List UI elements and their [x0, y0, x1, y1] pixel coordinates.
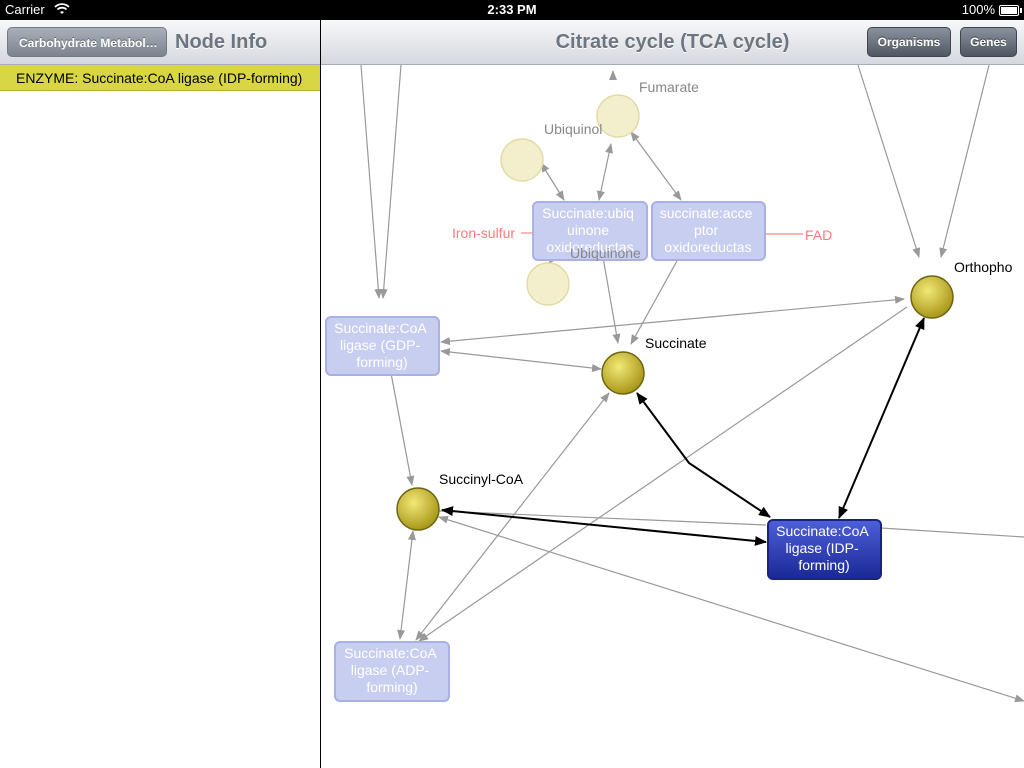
genes-button[interactable]: Genes [960, 27, 1017, 57]
compound-label-succinyl-coa: Succinyl-CoA [439, 471, 524, 487]
enzyme-sar-line2: ptor [694, 222, 718, 238]
back-button-label: Carbohydrate Metabol… [19, 36, 158, 50]
back-button[interactable]: Carbohydrate Metabol… [7, 27, 167, 57]
enzyme-adp-line3: forming) [366, 679, 417, 695]
enzyme-gdp-line3: forming) [356, 354, 407, 370]
enzyme-gdp-line1: Succinate:CoA [334, 320, 427, 336]
master-title: Node Info [175, 31, 268, 53]
edges-active [441, 317, 925, 546]
detail-navbar: Citrate cycle (TCA cycle) Organisms Gene… [321, 20, 1024, 65]
status-time: 2:33 PM [487, 2, 537, 17]
enzyme-sqr[interactable]: Succinate:ubiq uinone oxidoreductas [532, 201, 648, 261]
organisms-button[interactable]: Organisms [867, 27, 951, 57]
pathway-title: Citrate cycle (TCA cycle) [555, 31, 790, 53]
enzyme-gdp-line2: ligase (GDP- [340, 337, 420, 353]
enzyme-sqr-line3: oxidoreductas [546, 239, 633, 255]
enzyme-adp-line1: Succinate:CoA [344, 645, 437, 661]
master-pane: Carbohydrate Metabol… Node Info ENZYME: … [0, 20, 320, 768]
enzyme-idp-selected[interactable]: Succinate:CoA ligase (IDP- forming) [767, 519, 882, 580]
compound-succinate[interactable]: Succinate [601, 335, 707, 395]
compound-label-orthophosphate: Orthopho [954, 259, 1013, 275]
split-divider [320, 20, 321, 768]
enzyme-idp-line3: forming) [798, 557, 849, 573]
compound-label-ubiquinol: Ubiquinol [544, 121, 602, 137]
svg-text:Succinate:CoA ligase: Succinate:CoA ligase (ADP- forming) [344, 645, 440, 695]
compound-succinyl-coa[interactable]: Succinyl-CoA [396, 471, 524, 531]
enzyme-sar[interactable]: succinate:acce ptor oxidoreductas [651, 201, 766, 261]
svg-text:Succinate:ubiq uinon: Succinate:ubiq uinone oxidoreductas [542, 205, 638, 255]
cofactor-label-fad: FAD [805, 227, 832, 243]
list-item-selected-enzyme[interactable]: ENZYME: Succinate:CoA ligase (IDP-formin… [0, 65, 320, 91]
enzyme-gdp[interactable]: Succinate:CoA ligase (GDP- forming) [325, 316, 440, 376]
compound-orthophosphate[interactable]: Orthopho [910, 259, 1013, 319]
edges-grey [360, 64, 1024, 703]
svg-text:succinate:acce ptor: succinate:acce ptor oxidoreductas [660, 205, 757, 255]
compound-ubiquinone[interactable] [526, 262, 570, 306]
status-bar: Carrier 2:33 PM 100% [0, 0, 1024, 20]
master-navbar: Carbohydrate Metabol… Node Info [0, 20, 320, 65]
enzyme-sqr-line2: uinone [567, 222, 609, 238]
compound-label-succinate: Succinate [645, 335, 707, 351]
compound-label-fumarate: Fumarate [639, 79, 699, 95]
enzyme-adp-line2: ligase (ADP- [351, 662, 430, 678]
wifi-icon [54, 3, 70, 18]
compound-ubiquinol[interactable]: Ubiquinol [500, 121, 602, 182]
battery-percent: 100% [961, 2, 995, 17]
battery-icon [999, 5, 1022, 16]
cofactor-label-iron-sulfur: Iron-sulfur [452, 225, 515, 241]
enzyme-idp-line2: ligase (IDP- [785, 540, 858, 556]
compound-fumarate[interactable]: Fumarate [596, 79, 699, 138]
carrier-label: Carrier [5, 2, 45, 17]
svg-text:Succinate:CoA ligase: Succinate:CoA ligase (IDP- forming) [776, 523, 872, 573]
pathway-graph[interactable]: Fumarate Ubiquinol Succinate:ubiq uinone… [321, 64, 1024, 768]
compound-label-ubiquinone: Ubiquinone [570, 245, 641, 261]
enzyme-adp[interactable]: Succinate:CoA ligase (ADP- forming) [334, 641, 450, 702]
svg-text:Succinate:CoA ligase: Succinate:CoA ligase (GDP- forming) [334, 320, 430, 370]
detail-pane: Fumarate Ubiquinol Succinate:ubiq uinone… [321, 20, 1024, 768]
enzyme-idp-line1: Succinate:CoA [776, 523, 869, 539]
edges-cofactor [521, 232, 803, 235]
enzyme-sar-line1: succinate:acce [660, 205, 753, 221]
enzyme-sar-line3: oxidoreductas [664, 239, 751, 255]
enzyme-sqr-line1: Succinate:ubiq [542, 205, 634, 221]
